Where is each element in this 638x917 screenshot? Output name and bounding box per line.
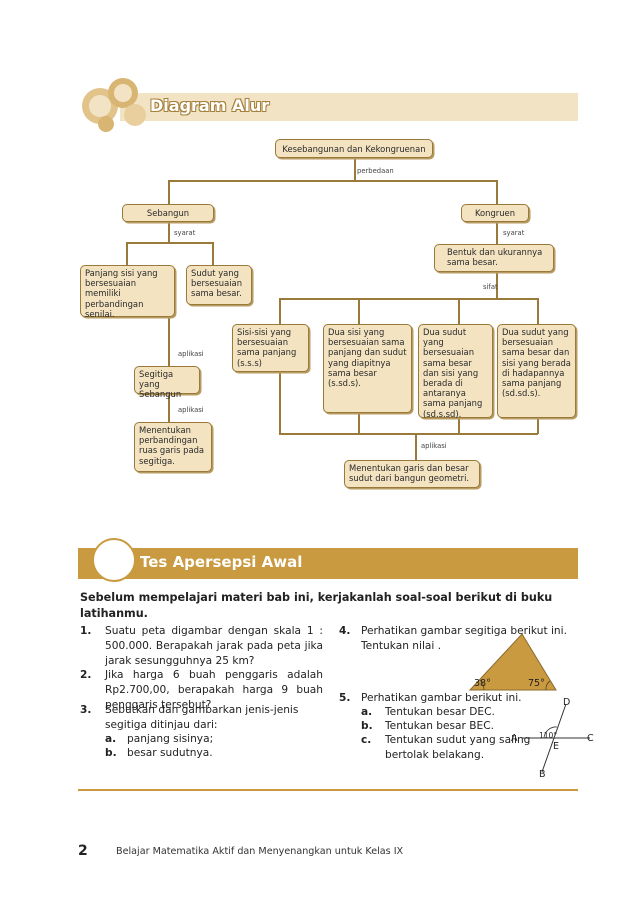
q5b-label: b. [361, 720, 373, 732]
q4-number: 4. [339, 625, 351, 637]
fig5-label-b: B [539, 769, 546, 780]
edge-label-syarat-left: syarat [174, 229, 196, 237]
page-number: 2 [78, 843, 88, 859]
node-kongruen-cond: Bentuk dan ukurannya sama besar. [434, 244, 554, 272]
q1-number: 1. [80, 625, 92, 637]
root-node: Kesebangunan dan Kekongruenan [275, 139, 433, 158]
q5-number: 5. [339, 692, 351, 704]
q5-text: Perhatikan gambar berikut ini. [361, 692, 522, 704]
q3b-label: b. [105, 747, 117, 759]
node-segitiga-sebangun: Segitiga yang Sebangun [134, 366, 200, 399]
node-property-sss: Sisi-sisi yang bersesuaian sama panjang … [232, 324, 309, 372]
test-intro: Sebelum mempelajari materi bab ini, kerj… [80, 591, 553, 620]
q2-number: 2. [80, 669, 92, 681]
node-sebangun-application: Menentukan perbandingan ruas garis pada … [134, 422, 212, 472]
q3-number: 3. [80, 704, 92, 716]
edge-label-aplikasi-3: aplikasi [421, 442, 447, 450]
test-banner [78, 548, 578, 579]
decor-circle [89, 95, 111, 117]
edge-label-syarat-right: syarat [503, 229, 525, 237]
node-property-sdsds: Dua sudut yang bersesuaian sama besar da… [497, 324, 576, 418]
fig5-label-e: E [553, 741, 560, 752]
fig5-label-a: A [511, 733, 518, 744]
triangle-figure [468, 633, 557, 691]
decor-circle [114, 84, 132, 102]
edge-label-sifat: sifat [483, 283, 498, 291]
q5a-label: a. [361, 706, 373, 718]
node-kongruen-application: Menentukan garis dan besar sudut dari ba… [344, 460, 480, 488]
q4-text: Perhatikan gambar segitiga berikut ini. … [361, 625, 567, 652]
decor-circle [124, 104, 146, 126]
q5c-text: Tentukan sudut yang saling bertolak bela… [385, 734, 531, 761]
header-banner [120, 93, 578, 121]
q3-text: Sebutkan dan gambarkan jenis-jenis segit… [105, 704, 299, 731]
node-kongruen: Kongruen [461, 204, 529, 222]
node-sebangun: Sebangun [122, 204, 214, 222]
q5b-text: Tentukan besar BEC. [385, 720, 494, 732]
q3b-text: besar sudutnya. [127, 747, 213, 759]
edge-label-aplikasi-1: aplikasi [178, 350, 204, 358]
fig5-angle: 110° [539, 731, 558, 740]
node-sebangun-cond1: Panjang sisi yang bersesuaian memiliki p… [80, 265, 175, 319]
node-property-sdssd: Dua sudut yang bersesuaian sama besar da… [418, 324, 493, 419]
triangle-angle-1: 38° [474, 678, 491, 689]
fig5-label-d: D [563, 697, 571, 708]
test-title: Tes Apersepsi Awal [140, 553, 303, 571]
q3a-label: a. [105, 733, 117, 745]
section-title: Diagram Alur [150, 96, 270, 115]
node-sebangun-cond2: Sudut yang bersesuaian sama besar. [186, 265, 252, 305]
q2-text: Jika harga 6 buah penggaris adalah Rp2.7… [105, 669, 323, 711]
footer-text: Belajar Matematika Aktif dan Menyenangka… [116, 846, 404, 857]
intersecting-lines-figure [522, 703, 590, 773]
edge-label-perbedaan: perbedaan [357, 167, 394, 175]
section-divider [78, 789, 578, 791]
q5c-label: c. [361, 734, 372, 746]
q3a-text: panjang sisinya; [127, 733, 214, 745]
decor-circle [92, 538, 136, 582]
triangle-angle-2: 75° [528, 678, 545, 689]
fig5-label-c: C [587, 733, 594, 744]
decor-circle [98, 116, 114, 132]
node-property-ssds: Dua sisi yang bersesuaian sama panjang d… [323, 324, 412, 413]
q5a-text: Tentukan besar DEC. [385, 706, 495, 718]
q1-text: Suatu peta digambar dengan skala 1 : 500… [105, 625, 323, 667]
edge-label-aplikasi-2: aplikasi [178, 406, 204, 414]
